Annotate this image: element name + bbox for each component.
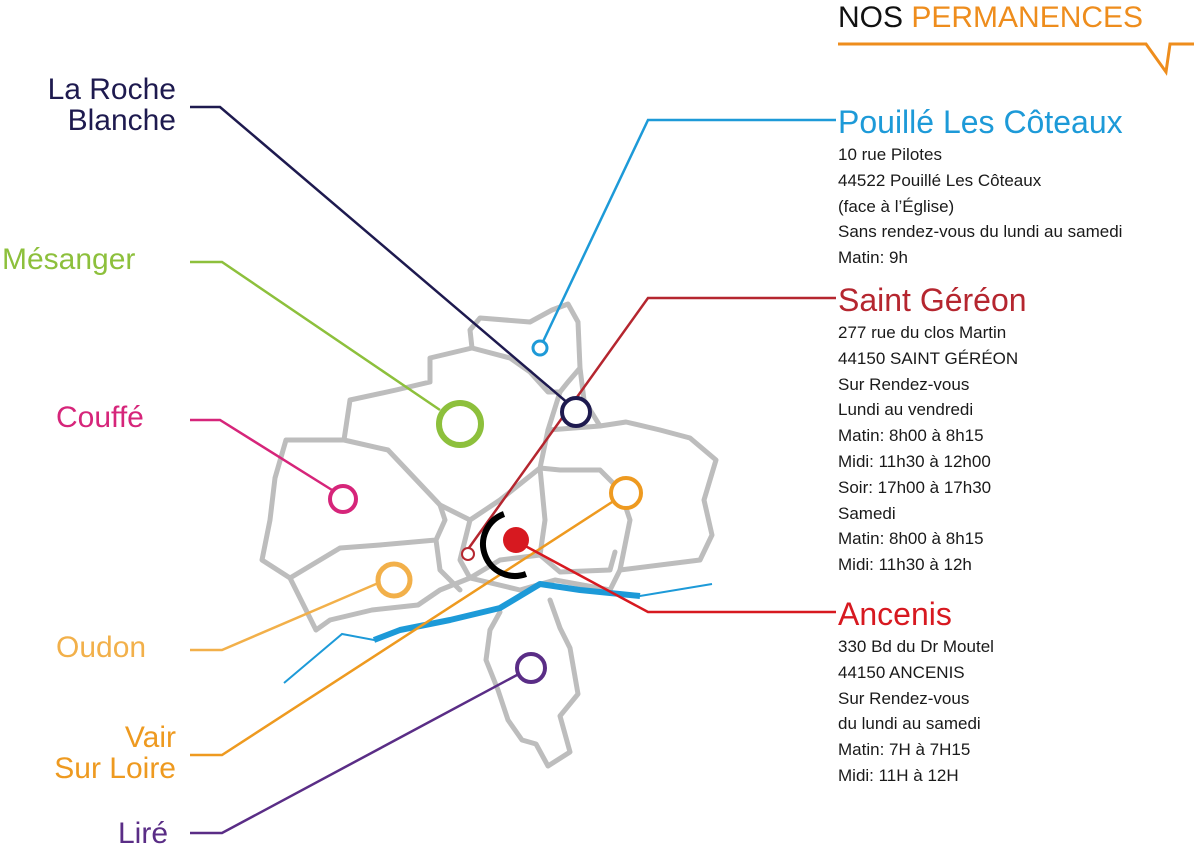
leader-line-oudon — [190, 576, 391, 652]
detail-line: 44150 SAINT GÉRÉON — [838, 348, 1019, 368]
leader-line-ancenis — [515, 539, 836, 614]
detail-line: 44522 Pouillé Les Côteaux — [838, 170, 1042, 190]
permanence-title-gereon[interactable]: Saint Géréon — [838, 282, 1027, 318]
detail-line: Midi: 11h30 à 12h00 — [838, 451, 991, 471]
commune-borders — [259, 301, 719, 769]
marker-roche[interactable] — [560, 396, 592, 428]
detail-line: Matin: 8h00 à 8h15 — [838, 529, 984, 549]
permanence-title-pouille[interactable]: Pouillé Les Côteaux — [838, 104, 1123, 140]
detail-line: 277 rue du clos Martin — [838, 323, 1007, 342]
label-roche[interactable]: La Roche Blanche — [47, 73, 176, 137]
detail-line: Matin: 9h — [838, 248, 908, 268]
leader-line-pouille — [538, 118, 836, 349]
detail-line: Sur Rendez-vous — [838, 374, 970, 394]
detail-line: (face à l’Église) — [838, 196, 955, 216]
leader-line-gereon — [464, 296, 836, 553]
leader-line-roche — [190, 105, 577, 411]
detail-line: 44150 ANCENIS — [838, 662, 965, 682]
marker-lire[interactable] — [515, 652, 547, 684]
detail-line: Matin: 8h00 à 8h15 — [838, 426, 984, 446]
detail-line: Samedi — [838, 503, 896, 523]
marker-couffe[interactable] — [328, 484, 358, 514]
detail-line: Sur Rendez-vous — [838, 688, 970, 708]
marker-pouille[interactable] — [531, 339, 549, 357]
permanence-details-pouille: 10 rue Pilotes 44522 Pouillé Les Côteaux… — [838, 142, 1122, 271]
label-couffe[interactable]: Couffé — [56, 401, 144, 434]
marker-gereon[interactable] — [461, 547, 475, 561]
marker-vair[interactable] — [609, 476, 643, 510]
label-mesanger[interactable]: Mésanger — [2, 243, 136, 276]
detail-line: Sans rendez-vous du lundi au samedi — [838, 222, 1123, 242]
leader-line-vair — [190, 491, 627, 757]
page-heading: NOS PERMANENCES — [838, 0, 1143, 36]
heading-part2: PERMANENCES — [911, 1, 1144, 34]
detail-line: Matin: 7H à 7H15 — [838, 740, 971, 760]
detail-line: 330 Bd du Dr Moutel — [838, 637, 994, 656]
heading-underline — [838, 42, 1194, 76]
detail-line: Soir: 17h00 à 17h30 — [838, 477, 992, 497]
detail-line: 10 rue Pilotes — [838, 145, 942, 164]
leader-line-lire — [190, 666, 531, 835]
detail-line: Midi: 11h30 à 12h — [838, 555, 972, 575]
ancenis-logo-arc — [480, 511, 528, 579]
marker-oudon[interactable] — [375, 561, 413, 599]
leader-line-couffe — [190, 418, 341, 497]
label-vair[interactable]: Vair Sur Loire — [54, 721, 176, 785]
marker-mesanger[interactable] — [436, 400, 484, 448]
detail-line: Midi: 11H à 12H — [838, 765, 959, 785]
detail-line: du lundi au samedi — [838, 714, 981, 734]
label-oudon[interactable]: Oudon — [56, 631, 147, 664]
permanence-title-ancenis[interactable]: Ancenis — [838, 596, 952, 632]
permanence-details-gereon: 277 rue du clos Martin 44150 SAINT GÉRÉO… — [838, 320, 1018, 578]
marker-ancenis[interactable] — [503, 527, 529, 553]
label-lire[interactable]: Liré — [118, 817, 169, 850]
heading-part1: NOS — [838, 1, 904, 34]
detail-line: Lundi au vendredi — [838, 400, 974, 420]
loire-river — [283, 582, 713, 684]
loire-river-wide — [372, 581, 641, 643]
permanence-details-ancenis: 330 Bd du Dr Moutel 44150 ANCENIS Sur Re… — [838, 634, 994, 789]
leader-line-mesanger — [190, 260, 441, 412]
